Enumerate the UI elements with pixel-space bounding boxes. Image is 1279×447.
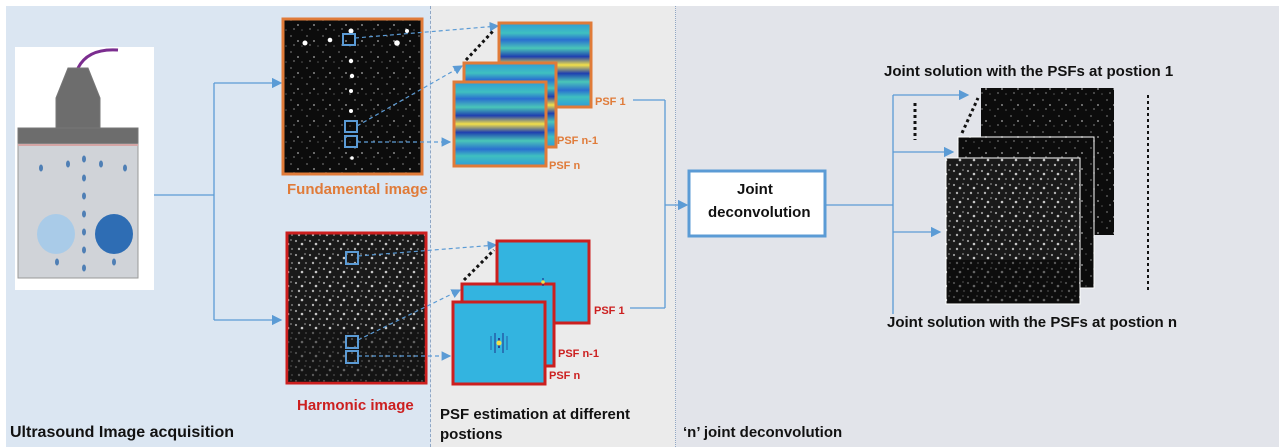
fundamental-image-label: Fundamental image [287, 181, 428, 198]
split-arrows [154, 77, 283, 326]
harmonic-image-label: Harmonic image [297, 397, 414, 414]
psf-to-joint-arrows [630, 89, 970, 314]
joint-box-line2: deconvolution [708, 204, 811, 221]
joint-deconvolution-panel-label: ‘n’ joint deconvolution [683, 424, 843, 441]
harmonic-image [285, 231, 428, 385]
acquisition-label: Ultrasound Image acquisition [10, 424, 235, 441]
fundamental-image [281, 17, 424, 176]
psf-mapping-arrows [354, 21, 500, 361]
harmonic-psf-stack [451, 239, 591, 386]
ultrasound-probe-illustration [15, 47, 154, 290]
harm-psf-1-label: PSF 1 [594, 305, 625, 317]
psf-estimation-label-line2: postions [440, 426, 503, 443]
fund-psf-n-label: PSF n [549, 160, 581, 172]
fund-psf-1-label: PSF 1 [595, 96, 626, 108]
fundamental-psf-stack [452, 21, 593, 168]
harm-psf-n-label: PSF n [549, 370, 581, 382]
solution-bottom-label: Joint solution with the PSFs at postion … [887, 314, 1177, 331]
output-image-stack [913, 88, 1149, 305]
fund-psf-n1-label: PSF n-1 [557, 135, 598, 147]
joint-box-line1: Joint [737, 181, 773, 198]
psf-estimation-label-line1: PSF estimation at different [440, 406, 631, 423]
solution-top-label: Joint solution with the PSFs at postion … [884, 63, 1174, 80]
joint-deconvolution-box [687, 169, 827, 238]
harm-psf-n1-label: PSF n-1 [558, 348, 599, 360]
